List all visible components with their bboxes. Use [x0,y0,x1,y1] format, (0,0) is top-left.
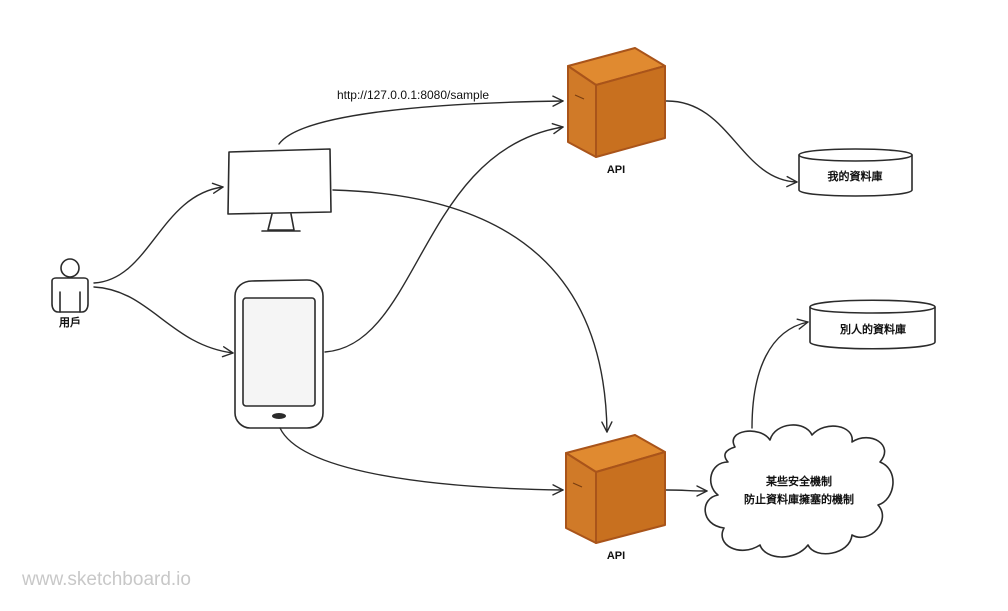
edge-user-to-desktop[interactable] [93,182,224,284]
edge-phone-to-api-bottom[interactable] [279,427,564,496]
phone-node[interactable] [234,279,324,429]
edge-api-top-to-db-mine[interactable] [665,100,798,188]
server-icon [567,47,666,158]
edge-desktop-to-api-top[interactable] [278,95,564,145]
phone-icon [234,279,324,429]
edge-cloud-to-db-others[interactable] [751,318,809,429]
server-icon [565,434,666,544]
db-mine-node[interactable]: 我的資料庫 [798,148,913,197]
db-others-node[interactable]: 別人的資料庫 [809,299,936,350]
api-top-node[interactable]: API [567,47,666,176]
person-icon [51,258,89,313]
user-label: 用戶 [59,315,81,329]
edges [93,95,809,497]
edge-label-url: http://127.0.0.1:8080/sample [337,88,489,102]
api-bottom-label: API [607,550,625,562]
edge-phone-to-api-top[interactable] [324,122,564,353]
db-mine-label: 我的資料庫 [828,169,883,183]
api-top-label: API [607,164,625,176]
user-node[interactable]: 用戶 [51,258,89,329]
cloud-label-line1: 某些安全機制 [765,474,832,488]
api-bottom-node[interactable]: API [565,434,666,562]
edge-desktop-to-api-bottom[interactable] [332,189,613,433]
cloud-node[interactable]: 某些安全機制 防止資料庫擁塞的機制 [704,424,894,558]
database-icon [809,299,936,350]
edge-api-bottom-to-cloud[interactable] [665,485,708,497]
desktop-node[interactable] [227,148,332,232]
db-others-label: 別人的資料庫 [839,322,906,336]
cloud-icon [704,424,894,558]
edge-user-to-phone[interactable] [93,286,234,358]
monitor-icon [227,148,332,232]
watermark: www.sketchboard.io [21,569,191,590]
cloud-label-line2: 防止資料庫擁塞的機制 [744,492,854,506]
database-icon [798,148,913,197]
